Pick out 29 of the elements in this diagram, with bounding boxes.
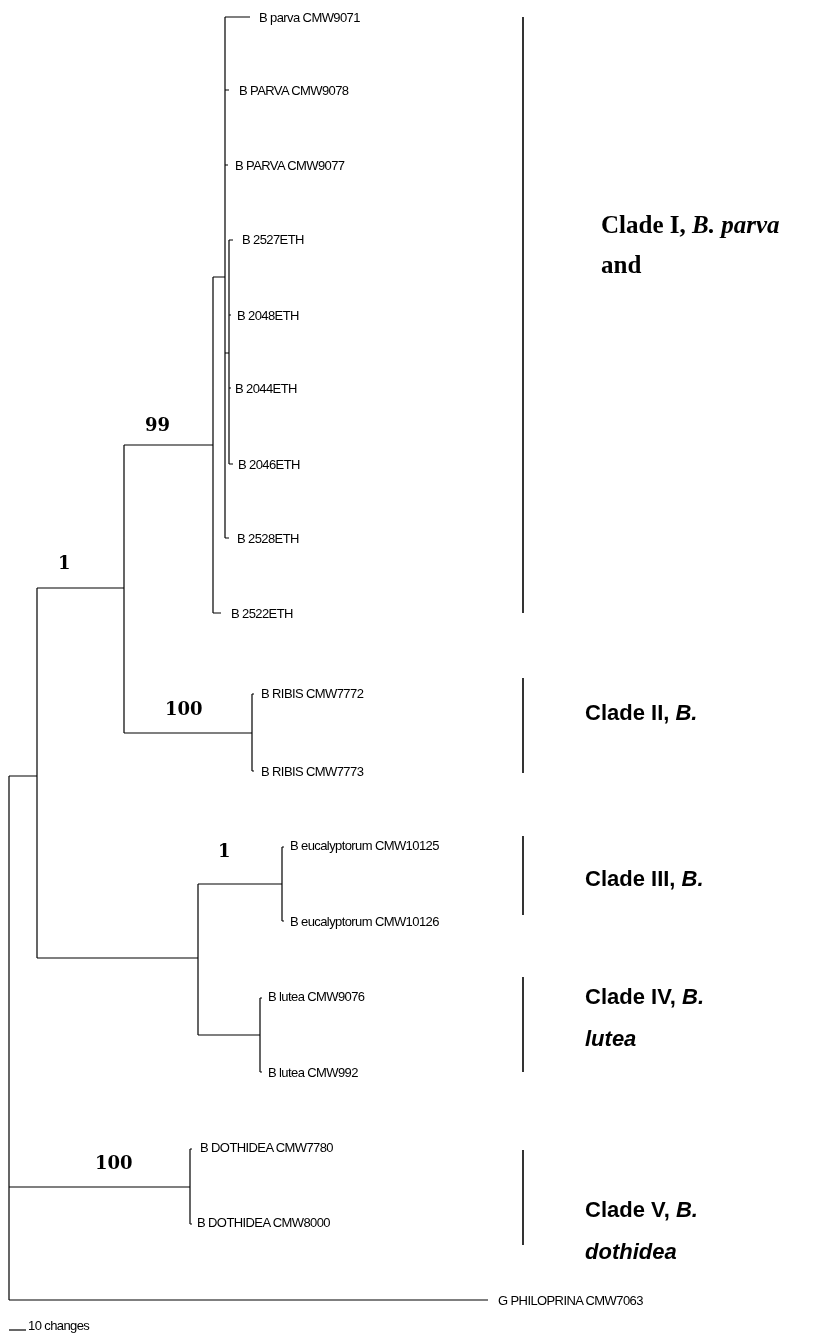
clade-label: Clade III, B. <box>585 865 705 893</box>
scale-label: 10 changes <box>28 1317 90 1333</box>
taxon-label: B 2048ETH <box>237 307 299 323</box>
taxon-label: B RIBIS CMW7772 <box>261 685 364 701</box>
clade-label: Clade V, B. dothidea <box>585 1196 699 1266</box>
bootstrap-value: 100 <box>95 1151 133 1173</box>
taxon-label: B RIBIS CMW7773 <box>261 763 364 779</box>
taxon-label: B lutea CMW992 <box>268 1064 358 1080</box>
taxon-label: B PARVA CMW9078 <box>239 82 349 98</box>
taxon-label: B 2046ETH <box>238 456 300 472</box>
taxon-label: B 2044ETH <box>235 380 297 396</box>
taxon-label: B lutea CMW9076 <box>268 988 365 1004</box>
bootstrap-value: 100 <box>165 697 203 719</box>
clade-label: Clade I, B. parva and <box>601 210 781 280</box>
taxon-label: B DOTHIDEA CMW8000 <box>197 1214 330 1230</box>
bootstrap-value: 1 <box>58 551 71 573</box>
taxon-label: B parva CMW9071 <box>259 9 360 25</box>
taxon-label: B 2528ETH <box>237 530 299 546</box>
taxon-label: B eucalyptorum CMW10125 <box>290 837 439 853</box>
taxon-label: B PARVA CMW9077 <box>235 157 345 173</box>
taxon-label: B 2522ETH <box>231 605 293 621</box>
taxon-label: B DOTHIDEA CMW7780 <box>200 1139 333 1155</box>
bootstrap-value: 99 <box>145 413 171 435</box>
taxon-label: B eucalyptorum CMW10126 <box>290 913 439 929</box>
bootstrap-value: 1 <box>218 839 231 861</box>
clade-label: Clade IV, B. lutea <box>585 983 705 1053</box>
clade-label: Clade II, B. <box>585 699 699 727</box>
taxon-label: B 2527ETH <box>242 231 304 247</box>
taxon-label: G PHILOPRINA CMW7063 <box>498 1292 643 1308</box>
